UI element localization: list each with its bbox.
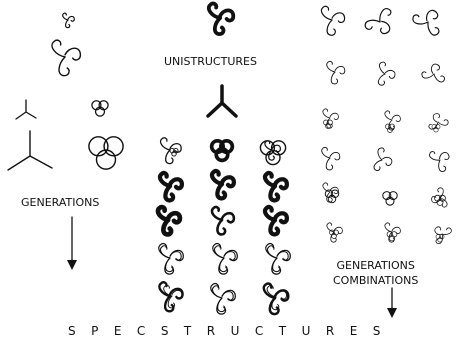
tripod-bold-icon bbox=[206, 84, 238, 118]
specstructures-label: SPECSTRUCTURES bbox=[68, 324, 396, 338]
generations-combinations-line1: GENERATIONS bbox=[336, 259, 415, 272]
generations-combinations-line2: COMBINATIONS bbox=[333, 274, 419, 287]
generations-label: GENERATIONS bbox=[21, 196, 100, 209]
down-arrow-icon bbox=[67, 216, 77, 270]
unistructures-label: UNISTRUCTURES bbox=[164, 55, 257, 68]
generations-combinations-label: GENERATIONS COMBINATIONS bbox=[333, 258, 418, 288]
tripod-large-icon bbox=[7, 130, 53, 171]
combination-swirl-icon bbox=[320, 2, 455, 246]
swirl-bold-icon bbox=[206, 1, 236, 37]
clover-small-icon bbox=[91, 100, 109, 117]
down-arrow-right-icon bbox=[387, 287, 397, 318]
grid-swirl-icon bbox=[158, 137, 291, 316]
swirl-small-icon bbox=[62, 12, 75, 29]
tripod-small-icon bbox=[15, 99, 37, 120]
clover-large-icon bbox=[87, 135, 125, 171]
swirl-medium-icon bbox=[51, 39, 82, 77]
